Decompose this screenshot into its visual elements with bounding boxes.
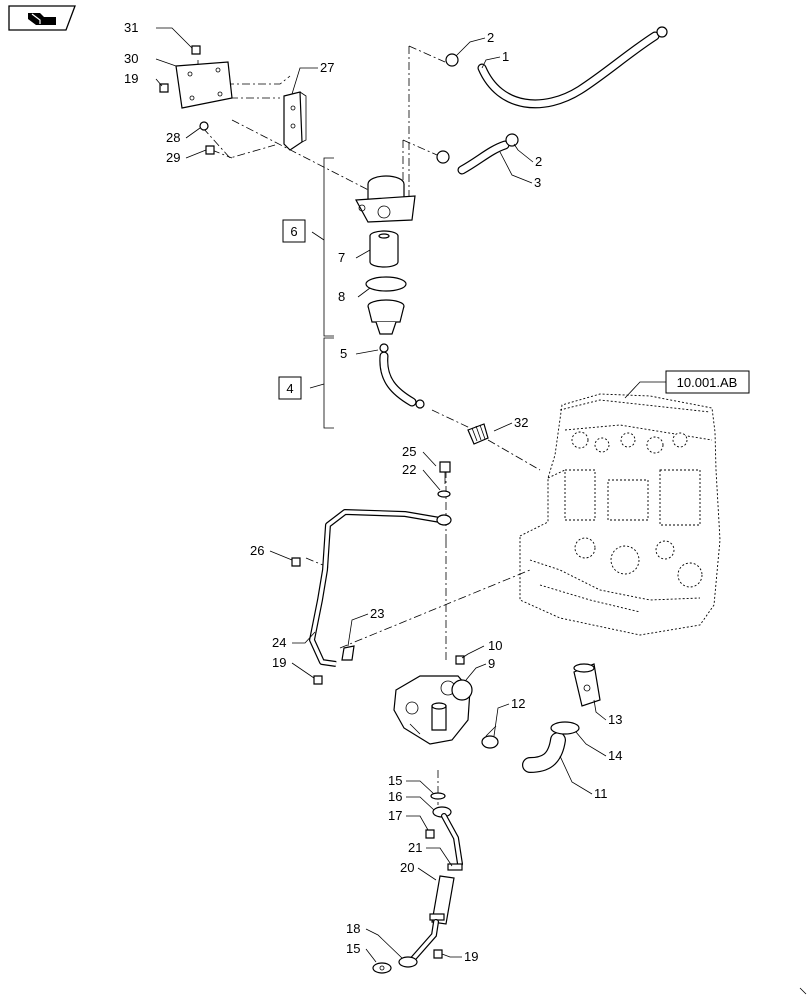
callout-2[interactable]: 2 bbox=[487, 30, 494, 45]
bolt-31[interactable] bbox=[191, 45, 201, 55]
callout-9[interactable]: 9 bbox=[488, 656, 495, 671]
banjo-bolt-25[interactable] bbox=[439, 461, 451, 484]
group-bracket-6 bbox=[311, 157, 334, 337]
reference-label: 10.001.AB bbox=[677, 375, 738, 390]
callout-23[interactable]: 23 bbox=[370, 606, 384, 621]
callout-32[interactable]: 32 bbox=[514, 415, 528, 430]
callout-7[interactable]: 7 bbox=[338, 250, 345, 265]
gasket-15-upper[interactable] bbox=[430, 792, 446, 800]
hose-clamp-21[interactable] bbox=[447, 863, 463, 871]
washer-22[interactable] bbox=[437, 490, 451, 498]
callout-1[interactable]: 1 bbox=[502, 49, 509, 64]
hose-clamp-14[interactable] bbox=[550, 721, 580, 735]
callout-19[interactable]: 19 bbox=[272, 655, 286, 670]
hose-20[interactable] bbox=[429, 875, 455, 925]
callout-15[interactable]: 15 bbox=[346, 941, 360, 956]
nut-28[interactable] bbox=[199, 121, 209, 131]
callout-15[interactable]: 15 bbox=[388, 773, 402, 788]
group-box-6[interactable]: 6 bbox=[282, 219, 306, 243]
callout-30[interactable]: 30 bbox=[124, 51, 138, 66]
o-ring-8[interactable] bbox=[365, 276, 407, 292]
group-label-6: 6 bbox=[290, 224, 297, 239]
callout-29[interactable]: 29 bbox=[166, 150, 180, 165]
filter-bowl[interactable] bbox=[367, 299, 405, 335]
hose-11[interactable] bbox=[522, 732, 566, 773]
callout-25[interactable]: 25 bbox=[402, 444, 416, 459]
page-turn-icon[interactable] bbox=[8, 5, 76, 31]
callout-11[interactable]: 11 bbox=[594, 786, 608, 801]
callout-26[interactable]: 26 bbox=[250, 543, 264, 558]
group-box-4[interactable]: 4 bbox=[278, 376, 302, 400]
bracket-plate-30[interactable] bbox=[175, 61, 233, 109]
bolt-29[interactable] bbox=[205, 145, 215, 155]
fitting-32[interactable] bbox=[467, 423, 489, 445]
oil-line-24[interactable] bbox=[309, 509, 452, 667]
callout-24[interactable]: 24 bbox=[272, 635, 286, 650]
group-label-4: 4 bbox=[286, 381, 293, 396]
bolt-19-middle[interactable] bbox=[313, 675, 323, 685]
callout-leaders bbox=[155, 27, 607, 963]
bracket-27[interactable] bbox=[283, 91, 307, 151]
pipe-13[interactable] bbox=[573, 663, 601, 707]
bolt-19-lower[interactable] bbox=[433, 949, 443, 959]
water-pump-9[interactable] bbox=[393, 675, 473, 745]
callout-20[interactable]: 20 bbox=[400, 860, 414, 875]
hose-1[interactable] bbox=[477, 31, 660, 109]
callout-18[interactable]: 18 bbox=[346, 921, 360, 936]
callout-27[interactable]: 27 bbox=[320, 60, 334, 75]
callout-21[interactable]: 21 bbox=[408, 840, 422, 855]
callout-31[interactable]: 31 bbox=[124, 20, 138, 35]
gasket-15-lower[interactable] bbox=[372, 962, 392, 974]
hose-5[interactable] bbox=[379, 343, 425, 409]
oil-pipe-upper[interactable] bbox=[441, 813, 463, 867]
callout-17[interactable]: 17 bbox=[388, 808, 402, 823]
callout-2[interactable]: 2 bbox=[535, 154, 542, 169]
callout-28[interactable]: 28 bbox=[166, 130, 180, 145]
filter-element-7[interactable] bbox=[369, 230, 399, 268]
callout-19[interactable]: 19 bbox=[464, 949, 478, 964]
engine-block bbox=[519, 393, 721, 636]
callout-5[interactable]: 5 bbox=[340, 346, 347, 361]
flange-18[interactable] bbox=[398, 956, 418, 968]
hose-3[interactable] bbox=[457, 140, 510, 175]
hose-clamp-2-lower[interactable] bbox=[436, 133, 519, 164]
callout-22[interactable]: 22 bbox=[402, 462, 416, 477]
callout-19[interactable]: 19 bbox=[124, 71, 138, 86]
callout-16[interactable]: 16 bbox=[388, 789, 402, 804]
hose-clamp-12[interactable] bbox=[481, 725, 499, 749]
hose-clamp-2-upper[interactable] bbox=[445, 26, 668, 67]
oil-pipe-lower[interactable] bbox=[409, 919, 439, 963]
reference-box[interactable]: 10.001.AB bbox=[665, 370, 750, 394]
clip-23[interactable] bbox=[341, 645, 355, 661]
callout-12[interactable]: 12 bbox=[511, 696, 525, 711]
group-bracket-4 bbox=[309, 337, 334, 429]
bolt-26[interactable] bbox=[291, 557, 301, 567]
callout-8[interactable]: 8 bbox=[338, 289, 345, 304]
bolt-17[interactable] bbox=[425, 829, 435, 839]
corner-mark bbox=[799, 987, 807, 995]
callout-14[interactable]: 14 bbox=[608, 748, 622, 763]
callout-13[interactable]: 13 bbox=[608, 712, 622, 727]
callout-10[interactable]: 10 bbox=[488, 638, 502, 653]
filter-head-6[interactable] bbox=[355, 175, 416, 223]
callout-3[interactable]: 3 bbox=[534, 175, 541, 190]
callout-labels: 31 30 19 27 28 29 2 1 2 3 7 8 5 32 25 22… bbox=[124, 20, 622, 964]
